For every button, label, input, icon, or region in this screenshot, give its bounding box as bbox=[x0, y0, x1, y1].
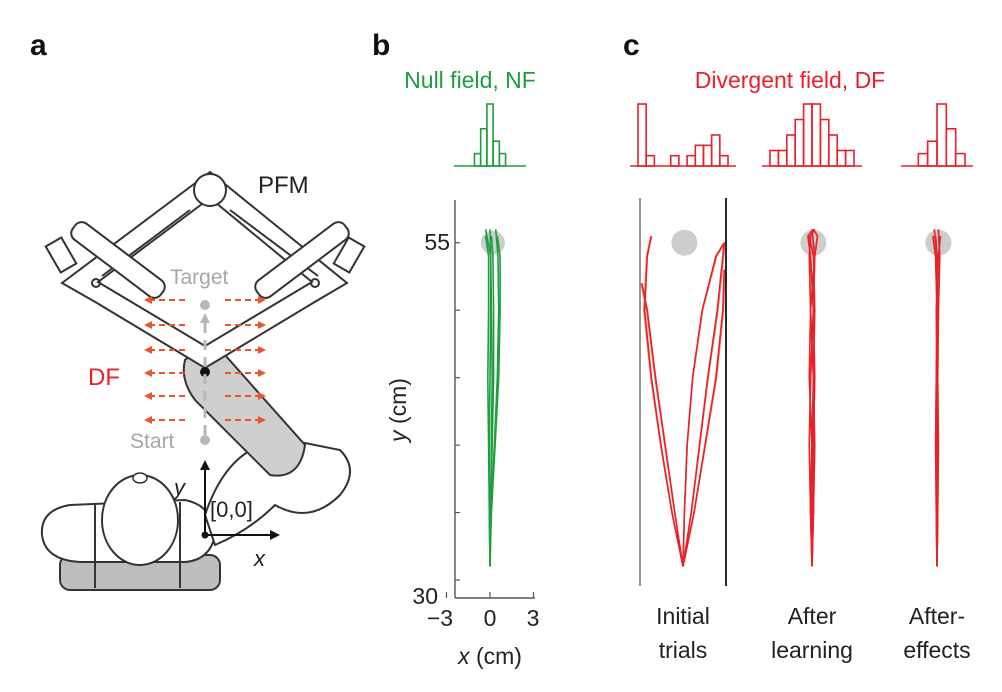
df-hist-bar bbox=[719, 154, 729, 167]
df-hist-bar bbox=[926, 140, 938, 167]
nf-hist-bar bbox=[498, 152, 507, 167]
df-trajectory bbox=[682, 242, 725, 567]
df-hist-bar bbox=[645, 154, 656, 167]
df-trajectory bbox=[641, 283, 684, 567]
nf-axes bbox=[445, 200, 535, 599]
caption-aftereffects-2: effects bbox=[903, 637, 970, 663]
df-hist-bar bbox=[917, 152, 929, 167]
target-point bbox=[200, 300, 210, 310]
handle-point bbox=[200, 367, 210, 377]
df-label: DF bbox=[88, 364, 120, 391]
head bbox=[101, 474, 179, 566]
nf-hist-bar bbox=[486, 103, 494, 167]
nf-trajectory bbox=[489, 235, 501, 567]
df-hist-bar bbox=[702, 144, 713, 167]
pfm-label: PFM bbox=[258, 172, 309, 199]
df-hist-bar bbox=[802, 103, 813, 167]
nf-hist-bar bbox=[492, 140, 501, 167]
df-hist-bar bbox=[777, 149, 788, 167]
y-tick-30: 30 bbox=[412, 583, 438, 609]
origin-label: [0,0] bbox=[210, 497, 253, 522]
df-hist-bar bbox=[694, 144, 705, 167]
df-title: Divergent field, DF bbox=[695, 67, 885, 93]
nf-hist-bar bbox=[473, 152, 482, 167]
panel-letter-c: c bbox=[623, 29, 640, 62]
df-hist-bar bbox=[637, 103, 647, 167]
nf-trajectories bbox=[480, 229, 505, 567]
df-trajectory bbox=[808, 235, 816, 567]
df-trajectory bbox=[643, 235, 684, 567]
df-hist-bar bbox=[844, 149, 855, 167]
x-tick-3: 3 bbox=[527, 605, 540, 631]
x-tick-0: 0 bbox=[484, 605, 497, 631]
x-tick-neg3: −3 bbox=[427, 605, 453, 631]
df-hist-bar bbox=[954, 152, 966, 167]
force-field-arrows bbox=[144, 296, 266, 424]
df-trajectory bbox=[682, 269, 725, 567]
df-trajectory bbox=[682, 242, 725, 567]
df-histograms bbox=[630, 103, 973, 167]
x-axis-title: x (cm) bbox=[457, 643, 522, 669]
df-hist-bar bbox=[945, 128, 957, 167]
start-label: Start bbox=[130, 430, 175, 453]
caption-initial-1: Initial bbox=[656, 603, 710, 629]
caption-learning-1: After bbox=[788, 603, 837, 629]
panel-letter-a: a bbox=[30, 29, 47, 62]
df-hist-bar bbox=[686, 154, 697, 167]
df-hist-bar bbox=[669, 154, 680, 167]
nf-trajectory bbox=[488, 229, 492, 567]
df-hist-bar bbox=[769, 149, 780, 167]
df-hist-bar bbox=[794, 118, 805, 167]
df-hist-bar bbox=[785, 134, 796, 167]
df-hist-bar bbox=[936, 103, 948, 167]
df-hist-bar bbox=[710, 134, 721, 167]
df-trajectory bbox=[933, 229, 939, 567]
nf-hist-bar bbox=[479, 128, 488, 167]
df-light-trajectory bbox=[643, 235, 684, 567]
df-hist-bar bbox=[827, 134, 838, 167]
panel-letter-b: b bbox=[372, 29, 390, 62]
nf-title: Null field, NF bbox=[404, 67, 536, 93]
y-axis-label: y bbox=[172, 475, 187, 500]
df-hist-bar bbox=[819, 118, 830, 167]
df-hist-bar bbox=[811, 103, 822, 167]
y-axis-title: y (cm) bbox=[385, 378, 411, 444]
start-point bbox=[200, 435, 210, 445]
target-disc bbox=[671, 229, 698, 256]
upper-arm bbox=[203, 438, 351, 547]
caption-aftereffects-1: After- bbox=[909, 603, 965, 629]
df-trajectory bbox=[808, 228, 819, 567]
target-label: Target bbox=[170, 266, 229, 289]
y-tick-55: 55 bbox=[424, 229, 450, 255]
nf-histogram bbox=[454, 103, 526, 167]
df-trajectories bbox=[639, 198, 952, 586]
caption-learning-2: learning bbox=[771, 637, 853, 663]
df-hist-bar bbox=[836, 149, 847, 167]
caption-initial-2: trials bbox=[659, 637, 708, 663]
nose bbox=[132, 472, 148, 484]
apparatus-illustration: PFM Target Start DF [0,0] y x bbox=[40, 170, 366, 591]
x-axis-label: x bbox=[253, 546, 266, 571]
